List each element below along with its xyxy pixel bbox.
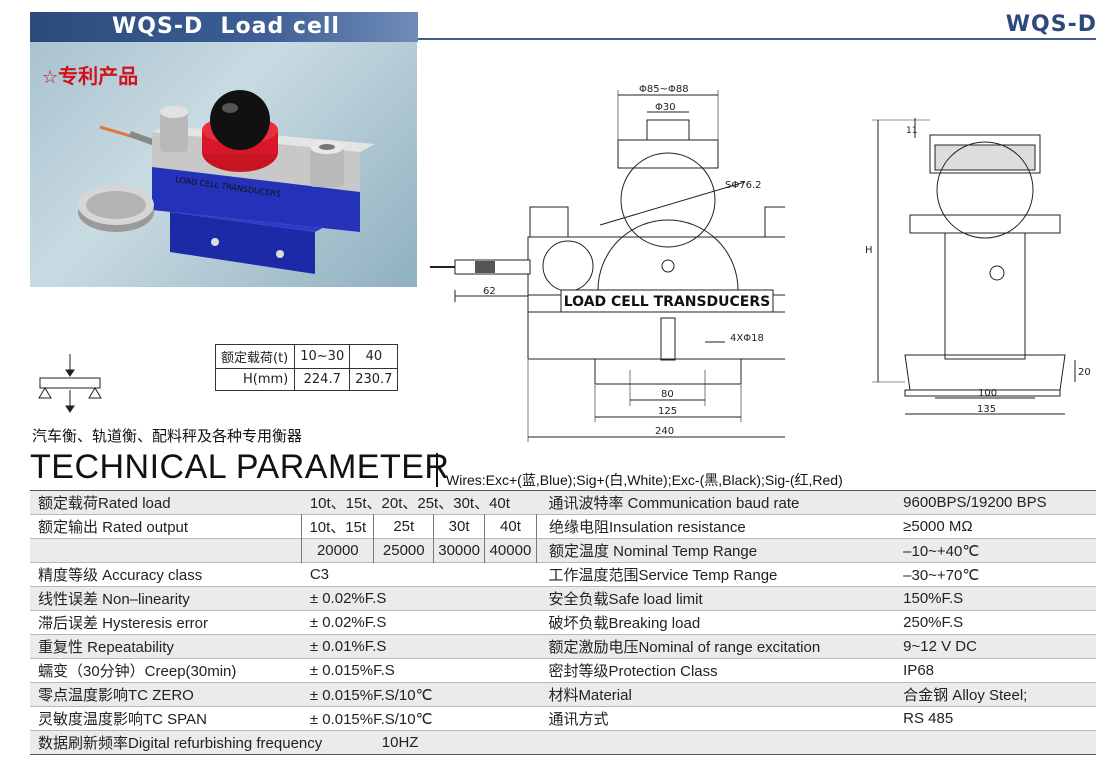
table-row: 蠕变（30分钟）Creep(30min) ± 0.015%F.S 密封等级Pro…	[30, 658, 1096, 683]
load-cell-illustration: LOAD CELL TRANSDUCERS	[78, 90, 375, 274]
dim-sphere: SΦ76.2	[725, 180, 761, 191]
side-dim-h: H	[865, 245, 873, 256]
side-dim-135: 135	[977, 404, 996, 415]
table-row: 额定载荷Rated load 10t、15t、20t、25t、30t、40t 通…	[30, 490, 1096, 515]
patent-text: 专利产品	[58, 64, 139, 88]
body-label: LOAD CELL TRANSDUCERS	[564, 294, 771, 310]
header-rule	[418, 38, 1096, 40]
side-dim-11: 11	[906, 126, 917, 136]
technical-parameters-table: 额定载荷Rated load 10t、15t、20t、25t、30t、40t 通…	[30, 490, 1096, 755]
heading-divider	[436, 453, 438, 487]
side-view-drawing: H 11 20 100 135	[865, 118, 1091, 415]
dim-240: 240	[655, 426, 674, 437]
side-dim-20: 20	[1078, 367, 1091, 378]
dim-top-outer: Φ85~Φ88	[639, 84, 689, 95]
table-row: H(mm) 224.7 230.7	[214, 368, 399, 391]
table-row: 20000 25000 30000 40000 额定温度 Nominal Tem…	[30, 538, 1096, 563]
table-row: 线性误差 Non–linearity ± 0.02%F.S 安全负载Safe l…	[30, 586, 1096, 611]
product-title: WQS-D Load cell	[112, 14, 340, 39]
load-height-table: 额定载荷(t) 10~30 40 H(mm) 224.7 230.7	[214, 344, 399, 391]
usage-text: 汽车衡、轨道衡、配料秤及各种专用衡器	[32, 427, 303, 445]
dim-top-inner: Φ30	[655, 102, 676, 113]
load-arrow-diagram	[38, 354, 102, 413]
dim-cable: 62	[483, 286, 496, 297]
dim-80: 80	[661, 389, 674, 400]
dim-125: 125	[658, 406, 677, 417]
wires-note: Wires:Exc+(蓝,Blue);Sig+(白,White);Exc-(黑,…	[446, 472, 843, 488]
product-title-bar: WQS-D Load cell	[30, 12, 418, 42]
table-row: 零点温度影响TC ZERO ± 0.015%F.S/10℃ 材料Material…	[30, 682, 1096, 707]
model-code: WQS-D	[1005, 12, 1097, 37]
technical-heading: TECHNICAL PARAMETER	[30, 448, 450, 486]
table-row: 额定输出 Rated output 10t、15t 25t 30t 40t 绝缘…	[30, 514, 1096, 539]
table-row: 额定载荷(t) 10~30 40	[214, 344, 399, 369]
table-row: 灵敏度温度影响TC SPAN ± 0.015%F.S/10℃ 通讯方式 RS 4…	[30, 706, 1096, 731]
table-row: 精度等级 Accuracy class C3 工作温度范围Service Tem…	[30, 562, 1096, 587]
product-photo: ☆专利产品 LOAD CELL TRANSDUCERS	[30, 42, 417, 287]
table-row: 重复性 Repeatability ± 0.01%F.S 额定激励电压Nomin…	[30, 634, 1096, 659]
table-row: 数据刷新频率Digital refurbishing frequency 10H…	[30, 730, 1096, 755]
front-view-drawing: Φ85~Φ88 Φ30 SΦ76.2 LOAD CELL TRANSDUCERS…	[430, 84, 785, 442]
patent-badge: ☆专利产品	[42, 60, 138, 89]
dim-holes: 4XΦ18	[730, 333, 764, 344]
side-dim-100: 100	[978, 388, 997, 399]
star-icon: ☆	[42, 67, 59, 88]
table-row: 滞后误差 Hysteresis error ± 0.02%F.S 破坏负载Bre…	[30, 610, 1096, 635]
top-cap	[617, 139, 719, 169]
